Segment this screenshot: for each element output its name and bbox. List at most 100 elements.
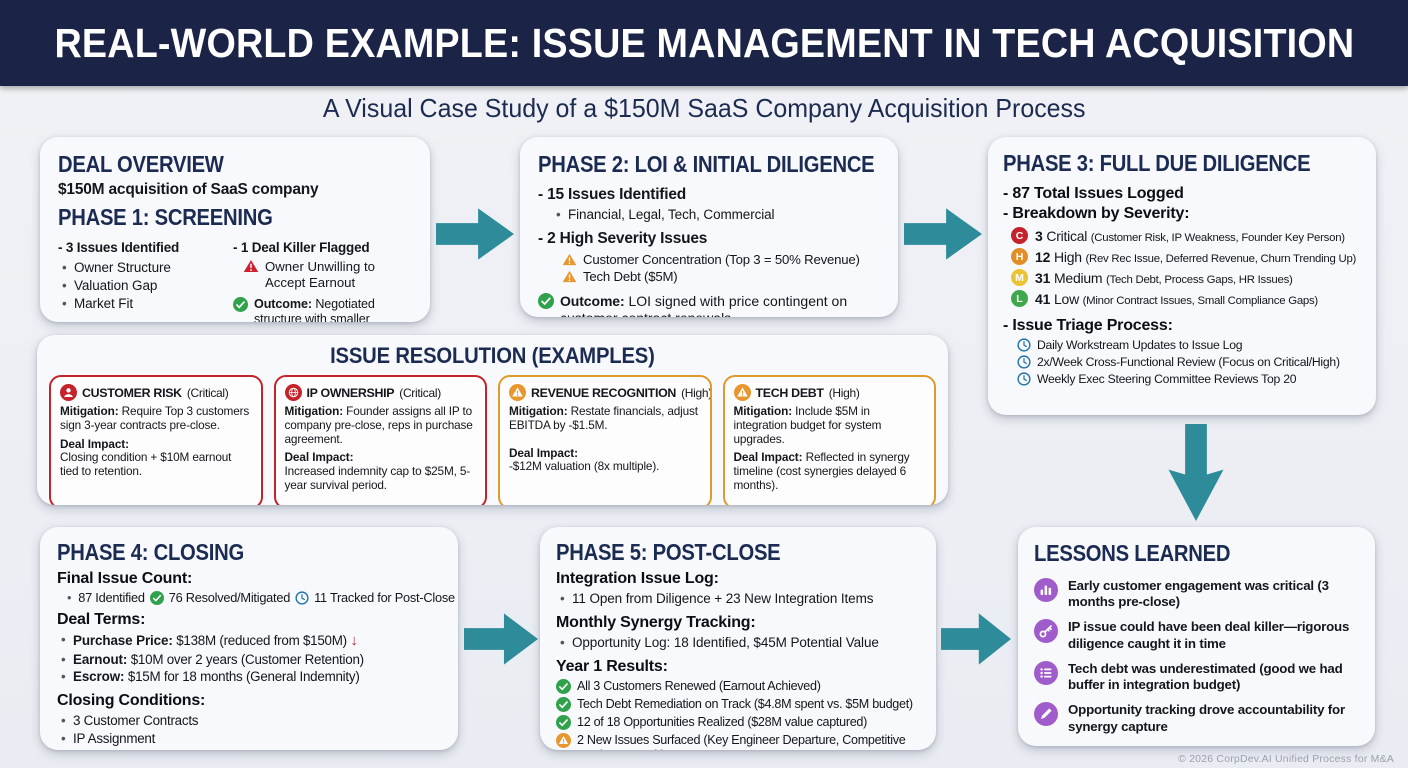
flow-arrow-right-icon (464, 613, 538, 665)
list-item: Valuation Gap (58, 277, 223, 295)
deal-overview-title: DEAL OVERVIEW (58, 151, 224, 177)
decrease-arrow-icon (350, 632, 357, 649)
closing-conditions-heading: Closing Conditions: (57, 692, 206, 710)
list-item: IP Assignment (57, 730, 441, 748)
lessons-title: LESSONS LEARNED (1034, 540, 1231, 566)
lesson-item: Early customer engagement was critical (… (1034, 578, 1359, 610)
final-count-heading: Final Issue Count: (57, 570, 193, 587)
phase2-title: PHASE 2: LOI & INITIAL DILIGENCE (538, 151, 875, 177)
copyright-footer: © 2026 CorpDev.AI Unified Process for M&… (1178, 753, 1394, 765)
check-circle-icon (538, 292, 554, 309)
result-item: Tech Debt Remediation on Track ($4.8M sp… (556, 696, 920, 712)
deal-term: Escrow: $15M for 18 months (General Inde… (57, 668, 441, 686)
subtitle: A Visual Case Study of a $150M SaaS Comp… (322, 93, 1086, 123)
issue-resolution-card: ISSUE RESOLUTION (EXAMPLES) CUSTOMER RIS… (37, 335, 948, 505)
phase3-card: PHASE 3: FULL DUE DILIGENCE - 87 Total I… (988, 137, 1376, 415)
severity-row-low: L 41 Low (Minor Contract Issues, Small C… (1011, 290, 1361, 307)
severity-item: Customer Concentration (Top 3 = 50% Reve… (562, 251, 880, 268)
outcome-row: Outcome: Negotiated structure with small… (233, 296, 412, 322)
pencil-icon (1034, 702, 1058, 727)
result-item: 12 of 18 Opportunities Realized ($28M va… (556, 714, 920, 730)
list-item: Owner Structure (58, 259, 223, 277)
clock-icon (1017, 372, 1031, 386)
phase2-severity-heading: - 2 High Severity Issues (538, 230, 708, 248)
issue-card-ip-ownership: IP OWNERSHIP (Critical) Mitigation: Foun… (273, 375, 487, 505)
check-circle-icon (149, 590, 164, 605)
phase1-title: PHASE 1: SCREENING (58, 204, 273, 231)
phase2-card: PHASE 2: LOI & INITIAL DILIGENCE - 15 Is… (520, 137, 898, 317)
phase2-issues-heading: - 15 Issues Identified (538, 186, 687, 203)
ip-ownership-icon (284, 384, 302, 401)
lesson-item: Tech debt was underestimated (good we ha… (1034, 660, 1359, 693)
key-icon (1034, 619, 1058, 644)
header-bar: REAL-WORLD EXAMPLE: ISSUE MANAGEMENT IN … (0, 0, 1408, 86)
warning-circle-icon (509, 384, 526, 401)
list-item: Market Fit (58, 295, 223, 313)
check-circle-icon (556, 714, 571, 730)
warning-triangle-icon (243, 260, 259, 273)
issue-card-revenue-recognition: REVENUE RECOGNITION (High) Mitigation: R… (498, 375, 712, 505)
issues-heading: - 3 Issues Identified (58, 240, 180, 256)
severity-badge-critical: C (1011, 227, 1028, 244)
issue-card-customer-risk: CUSTOMER RISK (Critical) Mitigation: Req… (49, 375, 263, 505)
lesson-item: IP issue could have been deal killer—rig… (1034, 619, 1359, 651)
flow-arrow-right-icon (904, 208, 982, 260)
severity-item: Tech Debt ($5M) (562, 268, 880, 285)
issue-resolution-title: ISSUE RESOLUTION (EXAMPLES) (330, 343, 655, 368)
phase4-card: PHASE 4: CLOSING Final Issue Count: • 87… (40, 527, 458, 750)
list-item: Opportunity Log: 18 Identified, $45M Pot… (556, 634, 920, 652)
customer-risk-icon (60, 384, 77, 401)
issues-column: - 3 Issues Identified Owner Structure Va… (58, 235, 223, 322)
bullet: • (67, 590, 72, 605)
severity-row-high: H 12 High (Rev Rec Issue, Deferred Reven… (1011, 248, 1361, 265)
page-title: REAL-WORLD EXAMPLE: ISSUE MANAGEMENT IN … (54, 19, 1354, 66)
warning-circle-icon (733, 384, 751, 401)
integration-heading: Integration Issue Log: (556, 570, 719, 587)
outcome-text: LOI signed with price contingent on cust… (560, 292, 848, 317)
synergy-heading: Monthly Synergy Tracking: (556, 613, 756, 631)
flow-arrow-right-icon (941, 613, 1011, 665)
list-icon (1034, 660, 1058, 685)
deal-term: Earnout: $10M over 2 years (Customer Ret… (57, 651, 441, 669)
outcome-text: Negotiated structure with smaller earnou… (254, 296, 375, 322)
list-item: Financial, Legal, Tech, Commercial (552, 206, 880, 224)
phase3-total: - 87 Total Issues Logged (1003, 185, 1184, 202)
list-item: Regulatory Clearance (57, 748, 441, 750)
year1-heading: Year 1 Results: (556, 657, 668, 675)
list-item: 3 Customer Contracts (57, 712, 441, 730)
deal-killer-text: Owner Unwilling to Accept Earnout (265, 259, 375, 291)
issue-card-tech-debt: TECH DEBT (High) Mitigation: Include $5M… (722, 375, 936, 505)
flow-arrow-down-icon (1168, 424, 1224, 521)
chart-bar-icon (1034, 578, 1058, 602)
severity-badge-high: H (1011, 248, 1028, 265)
clock-icon (295, 590, 309, 605)
result-item: 2 New Issues Surfaced (Key Engineer Depa… (556, 732, 920, 750)
deal-overview-card: DEAL OVERVIEW $150M acquisition of SaaS … (40, 137, 430, 322)
triage-item: 2x/Week Cross-Functional Review (Focus o… (1017, 355, 1361, 369)
triage-item: Weekly Exec Steering Committee Reviews T… (1017, 372, 1361, 386)
deal-killer-row: Owner Unwilling to Accept Earnout (243, 259, 412, 291)
flow-arrow-right-icon (436, 208, 514, 260)
triage-heading: - Issue Triage Process: (1003, 317, 1173, 334)
phase5-title: PHASE 5: POST-CLOSE (556, 539, 781, 565)
final-count-line: • 87 Identified 76 Resolved/Mitigated 11… (67, 590, 455, 605)
deal-line: $150M acquisition of SaaS company (58, 181, 319, 198)
outcome-label: Outcome: (254, 296, 312, 311)
lessons-learned-card: LESSONS LEARNED Early customer engagemen… (1018, 527, 1375, 746)
phase4-title: PHASE 4: CLOSING (57, 539, 244, 565)
clock-icon (1017, 338, 1031, 352)
deal-terms-heading: Deal Terms: (57, 611, 146, 628)
severity-row-critical: C 3 Critical (Customer Risk, IP Weakness… (1011, 227, 1361, 244)
result-item: All 3 Customers Renewed (Earnout Achieve… (556, 678, 920, 694)
triage-item: Daily Workstream Updates to Issue Log (1017, 338, 1361, 352)
check-circle-icon (556, 678, 571, 694)
warning-triangle-icon (562, 270, 577, 282)
phase5-card: PHASE 5: POST-CLOSE Integration Issue Lo… (540, 527, 936, 750)
check-circle-icon (233, 296, 248, 312)
deal-term: Purchase Price: $138M (reduced from $150… (57, 631, 441, 651)
list-item: 11 Open from Diligence + 23 New Integrat… (556, 590, 920, 608)
lesson-item: Opportunity tracking drove accountabilit… (1034, 702, 1359, 734)
severity-badge-low: L (1011, 290, 1028, 307)
outcome-row: Outcome: LOI signed with price contingen… (538, 292, 880, 317)
check-circle-icon (556, 696, 571, 712)
